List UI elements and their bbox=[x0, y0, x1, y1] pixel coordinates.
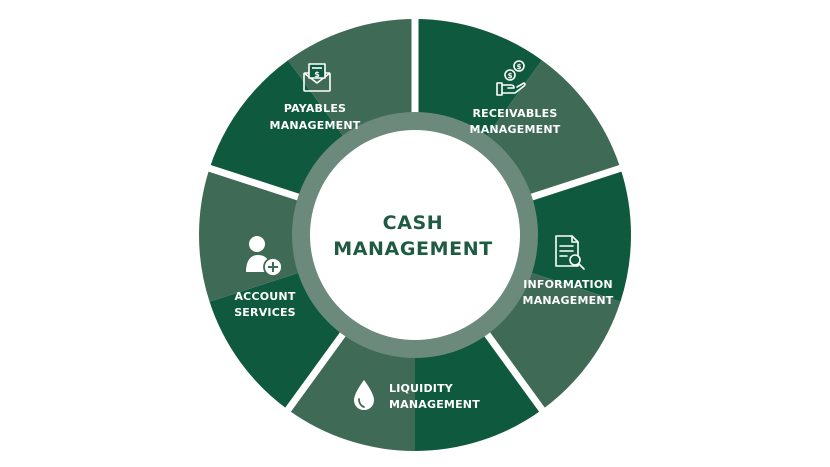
user-add-icon bbox=[246, 236, 282, 276]
segment-receivables-dark-half bbox=[415, 19, 542, 140]
information-label-line1: INFORMATION bbox=[523, 278, 613, 291]
svg-text:$: $ bbox=[517, 63, 522, 71]
liquidity-label-line2: MANAGEMENT bbox=[389, 398, 480, 411]
document-search-icon bbox=[556, 236, 584, 269]
separators-layer bbox=[204, 15, 626, 416]
payables-label-line2: MANAGEMENT bbox=[270, 119, 361, 132]
liquidity-label-line1: LIQUIDITY bbox=[389, 382, 454, 395]
segment-receivables: $ $ RECEIVABLES MANAGEMENT bbox=[470, 61, 561, 136]
segment-information-dark-half bbox=[527, 168, 632, 302]
segment-liquidity-dark-half bbox=[415, 330, 542, 451]
segment-liquidity: LIQUIDITY MANAGEMENT bbox=[354, 380, 480, 411]
droplet-icon bbox=[354, 380, 374, 410]
segment-separator bbox=[524, 163, 626, 203]
svg-text:$: $ bbox=[508, 72, 513, 80]
account-label-line2: SERVICES bbox=[234, 306, 296, 319]
payables-label-line1: PAYABLES bbox=[284, 102, 346, 115]
segment-payables: $ PAYABLES MANAGEMENT bbox=[270, 64, 361, 132]
center-disc bbox=[310, 130, 520, 340]
information-label-line2: MANAGEMENT bbox=[523, 294, 614, 307]
center-title-line1: CASH bbox=[383, 212, 444, 234]
segment-information: INFORMATION MANAGEMENT bbox=[523, 236, 614, 307]
account-label-line1: ACCOUNT bbox=[234, 290, 295, 303]
segment-payables-light-half bbox=[288, 19, 415, 140]
segment-account: ACCOUNT SERVICES bbox=[234, 236, 296, 319]
segment-liquidity-light-half bbox=[288, 330, 415, 451]
segment-payables-dark-half bbox=[209, 60, 346, 199]
segment-separator bbox=[480, 326, 548, 416]
segment-separator bbox=[282, 326, 350, 416]
receivables-label-line2: MANAGEMENT bbox=[470, 123, 561, 136]
envelope-dollar-icon: $ bbox=[304, 64, 330, 91]
segment-receivables-light-half bbox=[484, 60, 621, 199]
svg-text:$: $ bbox=[314, 70, 320, 79]
center-title-line2: MANAGEMENT bbox=[333, 238, 493, 260]
receivables-label-line1: RECEIVABLES bbox=[473, 107, 558, 120]
hand-coins-icon: $ $ bbox=[497, 61, 525, 95]
segment-separator bbox=[204, 163, 306, 203]
